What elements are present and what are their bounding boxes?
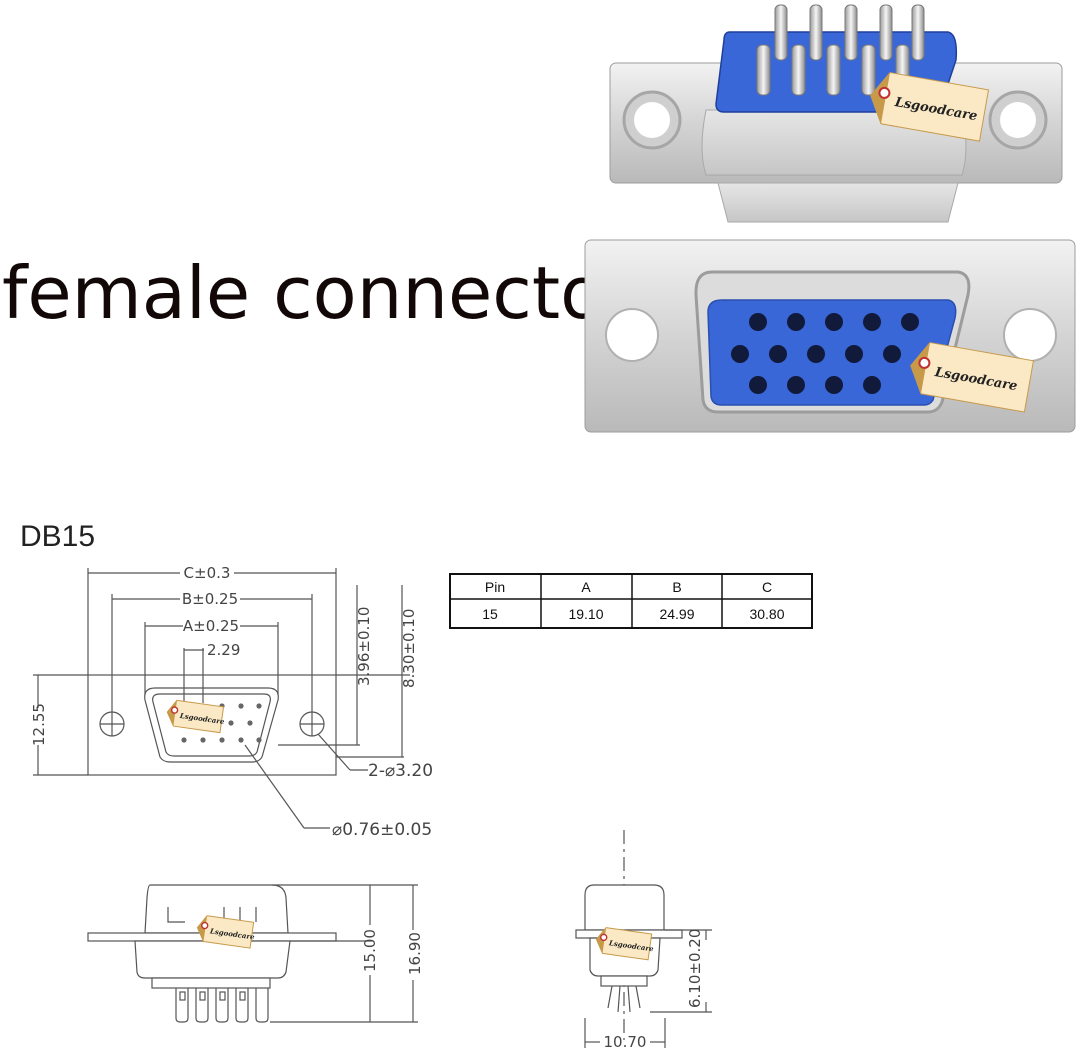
dim-b-label: B±0.25 xyxy=(182,590,238,608)
connector-front-photo: Lsgoodcare xyxy=(584,239,1076,433)
dim-total-depth-label: 8.30±0.10 xyxy=(400,609,418,688)
dim-holes-label: 2-⌀3.20 xyxy=(368,761,433,781)
table-cell-a: 19.10 xyxy=(568,606,603,622)
side-view-brand-tag: Lsgoodcare xyxy=(196,915,256,949)
table-cell-pin: 15 xyxy=(482,606,498,622)
blue-socket-insulator xyxy=(707,299,957,406)
page-heading: female connector xyxy=(2,251,634,335)
connector-rear-photo: Lsgoodcare xyxy=(609,4,1063,223)
dim-side-h1-label: 15.00 xyxy=(361,929,379,972)
dim-end-h-label: 6.10±0.20 xyxy=(686,929,704,1008)
end-view-brand-tag: Lsgoodcare xyxy=(595,927,655,961)
dimension-table: Pin A B C 15 19.10 24.99 30.80 xyxy=(449,573,813,629)
dim-pin-dia-label: ⌀0.76±0.05 xyxy=(332,820,432,840)
socket-holes xyxy=(731,313,919,394)
dim-height-label: 12.55 xyxy=(30,703,48,746)
dim-shell-depth-label: 3.96±0.10 xyxy=(355,607,373,686)
dim-side-h2-label: 16.90 xyxy=(406,932,424,975)
rear-pins xyxy=(756,4,925,96)
front-view-brand-tag: Lsgoodcare xyxy=(166,699,226,734)
brand-tag: Lsgoodcare xyxy=(910,342,1035,413)
table-header-b: B xyxy=(672,579,681,595)
dim-pitch-label: 2.29 xyxy=(207,641,240,659)
table-header-pin: Pin xyxy=(485,579,505,595)
dim-a-label: A±0.25 xyxy=(183,617,239,635)
dim-end-w-label: 10.70 xyxy=(604,1033,647,1050)
dim-c-label: C±0.3 xyxy=(184,564,231,582)
table-header-c: C xyxy=(762,579,772,595)
table-cell-b: 24.99 xyxy=(659,606,694,622)
brand-tag: Lsgoodcare xyxy=(870,72,990,142)
table-cell-c: 30.80 xyxy=(749,606,784,622)
model-label: DB15 xyxy=(20,520,95,553)
table-header-a: A xyxy=(581,579,591,595)
